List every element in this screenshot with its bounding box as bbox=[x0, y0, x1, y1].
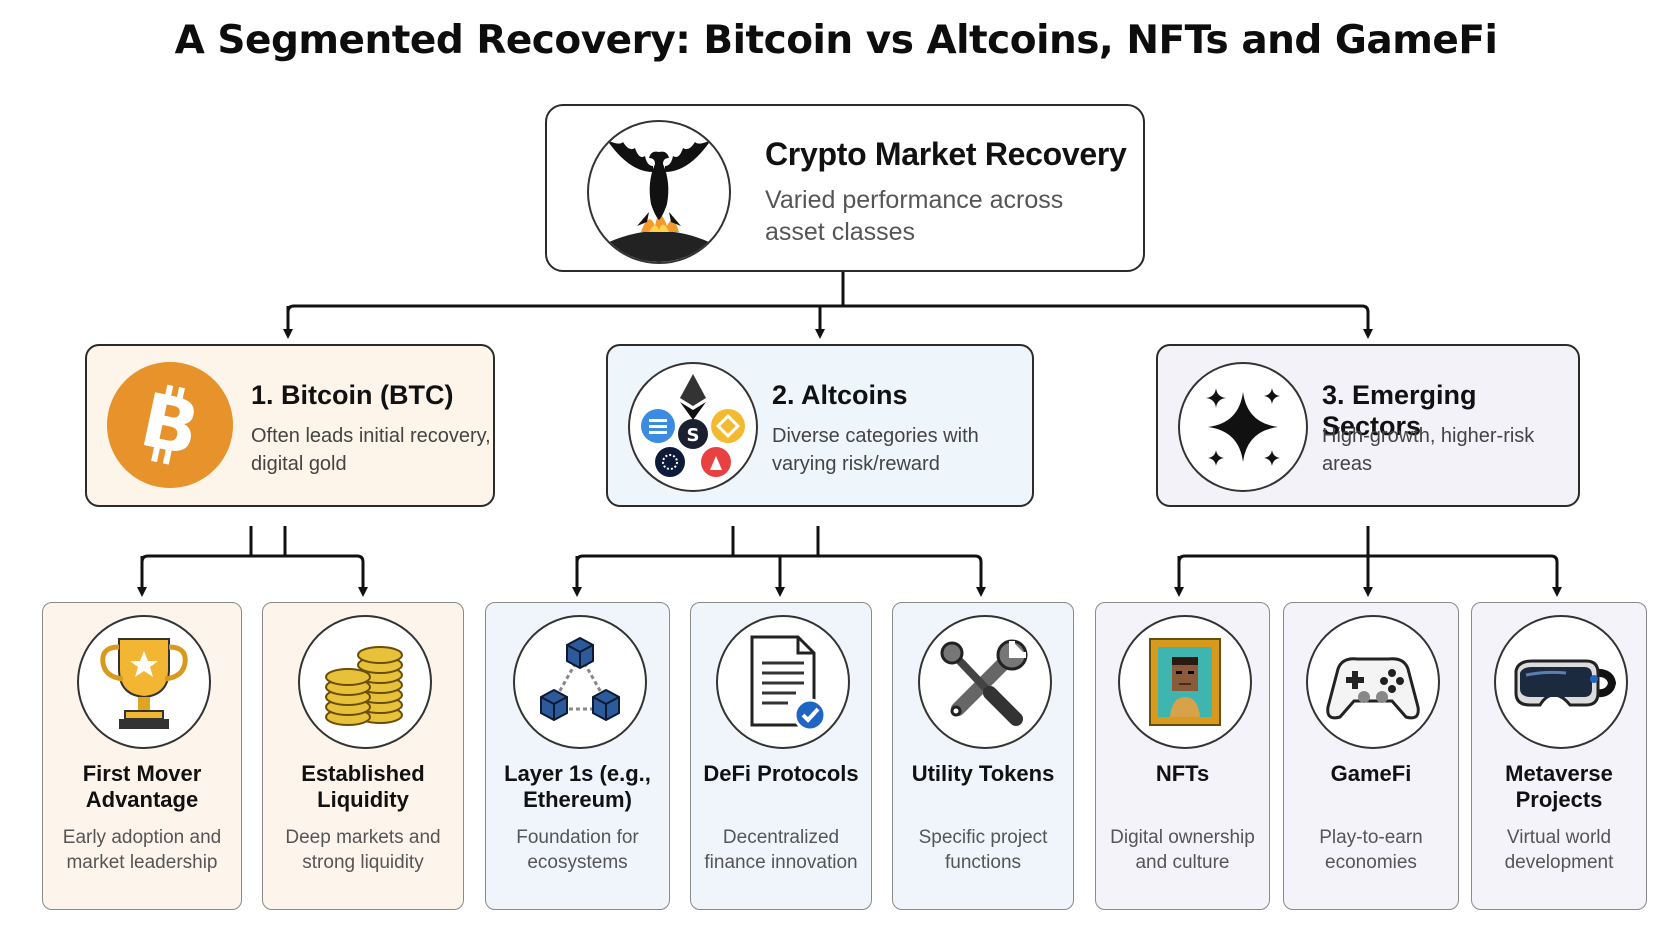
item-metaverse-projects: Metaverse Projects Virtual world develop… bbox=[1471, 602, 1647, 910]
document-check-icon bbox=[716, 615, 850, 749]
item-heading: DeFi Protocols bbox=[703, 761, 859, 786]
item-layer-1s: Layer 1s (e.g., Ethereum) Foundation for… bbox=[485, 602, 670, 910]
framed-portrait-icon bbox=[1117, 615, 1252, 749]
wrench-screwdriver-icon bbox=[918, 615, 1052, 749]
category-bitcoin: B 1. Bitcoin (BTC) Often leads initial r… bbox=[85, 344, 495, 507]
item-heading: First Mover Advantage bbox=[82, 761, 202, 812]
item-heading: Utility Tokens bbox=[911, 761, 1055, 786]
category-heading: 2. Altcoins bbox=[772, 380, 908, 410]
item-subtitle: Specific project functions bbox=[918, 827, 1048, 873]
trophy-icon bbox=[77, 615, 211, 749]
category-altcoins: S 2. Altcoins Diverse categories with va… bbox=[606, 344, 1034, 507]
item-subtitle: Early adoption and market leadership bbox=[62, 827, 222, 873]
category-subtitle: Diverse categories with varying risk/rew… bbox=[772, 425, 979, 475]
root-node-crypto-market-recovery: Crypto Market Recovery Varied performanc… bbox=[545, 104, 1145, 272]
root-heading: Crypto Market Recovery bbox=[765, 136, 1127, 172]
item-defi-protocols: DeFi Protocols Decentralized finance inn… bbox=[690, 602, 872, 910]
root-subtitle: Varied performance across asset classes bbox=[765, 186, 1064, 246]
item-heading: NFTs bbox=[1155, 761, 1210, 786]
vr-headset-icon bbox=[1494, 615, 1628, 749]
item-established-liquidity: Established Liquidity Deep markets and s… bbox=[262, 602, 464, 910]
blockchain-cubes-icon bbox=[512, 615, 647, 749]
gamepad-icon bbox=[1306, 615, 1440, 749]
page-title: A Segmented Recovery: Bitcoin vs Altcoin… bbox=[174, 18, 1498, 63]
item-subtitle: Virtual world development bbox=[1504, 827, 1614, 873]
item-heading: Established Liquidity bbox=[301, 761, 425, 812]
phoenix-icon bbox=[587, 120, 731, 264]
category-heading: 1. Bitcoin (BTC) bbox=[251, 380, 454, 410]
item-subtitle: Digital ownership and culture bbox=[1110, 827, 1255, 873]
item-subtitle: Foundation for ecosystems bbox=[516, 827, 639, 873]
coin-stacks-icon bbox=[298, 615, 432, 749]
item-subtitle: Play-to-earn economies bbox=[1319, 827, 1423, 873]
item-subtitle: Decentralized finance innovation bbox=[704, 827, 858, 873]
item-utility-tokens: Utility Tokens Specific project function… bbox=[892, 602, 1074, 910]
altcoin-cluster-icon: S bbox=[628, 362, 758, 492]
item-nfts: NFTs Digital ownership and culture bbox=[1095, 602, 1270, 910]
item-heading: Layer 1s (e.g., Ethereum) bbox=[504, 761, 651, 812]
item-heading: Metaverse Projects bbox=[1505, 761, 1613, 812]
bitcoin-icon: B bbox=[107, 362, 233, 488]
category-emerging-sectors: 3. Emerging Sectors High-growth, higher-… bbox=[1156, 344, 1580, 507]
sparkle-icon bbox=[1178, 362, 1308, 492]
svg-text:S: S bbox=[687, 425, 700, 446]
category-subtitle: High-growth, higher-risk areas bbox=[1322, 425, 1535, 475]
category-heading: 3. Emerging Sectors bbox=[1322, 380, 1477, 441]
item-heading: GameFi bbox=[1330, 761, 1412, 786]
category-subtitle: Often leads initial recovery, digital go… bbox=[251, 425, 491, 475]
item-subtitle: Deep markets and strong liquidity bbox=[285, 827, 441, 873]
item-first-mover-advantage: First Mover Advantage Early adoption and… bbox=[42, 602, 242, 910]
item-gamefi: GameFi Play-to-earn economies bbox=[1283, 602, 1459, 910]
